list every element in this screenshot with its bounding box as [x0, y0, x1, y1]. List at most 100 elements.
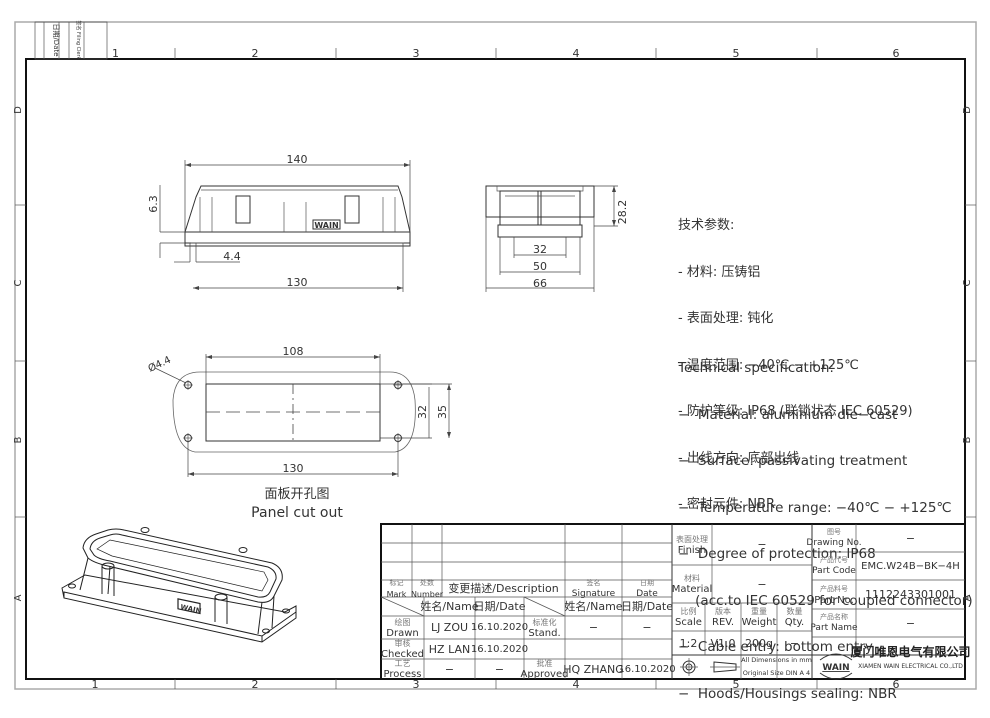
drawing-sheet: WAIN 140 6.3 4.4 130	[13, 20, 977, 691]
svg-text:6: 6	[893, 47, 900, 60]
front-view: WAIN	[159, 160, 411, 292]
stand-name: −	[588, 621, 599, 634]
stamp-date-label: 日期/Date	[52, 23, 60, 56]
approved-name: HQ ZHANG	[563, 662, 624, 676]
rev-description-header: 变更描述/Description	[448, 582, 559, 595]
weight-value: 200g	[745, 636, 773, 650]
spec-cn-item: - 材料: 压铸铝	[678, 264, 761, 280]
isometric-view	[61, 527, 297, 643]
svg-text:5: 5	[733, 678, 740, 691]
corner-stamp	[34, 21, 108, 60]
approved-date: 16.10.2020	[618, 663, 676, 675]
qty-value: −	[789, 636, 800, 650]
rev-value: V1.0	[710, 636, 736, 650]
drawn-date: 16.10.2020	[470, 622, 529, 633]
svg-text:3: 3	[413, 47, 420, 60]
checked-name: HZ LAN	[428, 642, 471, 656]
process-name: −	[444, 662, 455, 676]
spec-en-item: (acc.to IEC 60529 for coupled connector)	[678, 592, 973, 609]
svg-text:1: 1	[92, 678, 99, 691]
dim-hole-diameter: Ø4.4	[146, 354, 173, 375]
svg-text:5: 5	[733, 47, 740, 60]
svg-text:D: D	[13, 106, 24, 114]
svg-text:D: D	[962, 106, 973, 114]
svg-text:B: B	[962, 436, 973, 443]
dim-50: 50	[533, 260, 547, 273]
projection-symbol-icon	[680, 658, 740, 676]
iso-view-logo: WAIN	[180, 603, 203, 615]
material-value: −	[757, 577, 767, 591]
drawn-name: LJ ZOU	[430, 621, 469, 634]
stamp-filing-label: 签名 Filing Clerk	[75, 20, 82, 59]
name-header-2: 姓名/Name	[564, 600, 623, 613]
part-no-value: 1112243301001	[865, 588, 956, 601]
dim-32-side: 32	[533, 243, 547, 256]
front-view-logo: WAIN	[314, 221, 338, 230]
drawing-no-value: −	[905, 531, 916, 545]
spec-cn-block: 技术参数: - 材料: 压铸铝 - 表面处理: 钝化 - 温度范围: −40℃ …	[678, 187, 913, 528]
spec-en-title: Technical specification:	[678, 360, 834, 376]
spec-cn-title: 技术参数:	[678, 218, 735, 233]
dim-28-2: 28.2	[616, 200, 629, 225]
spec-cn-item: - 温度范围: −40℃ − +125℃	[678, 357, 859, 373]
process-date: −	[494, 662, 505, 676]
spec-en-item: − Surface: passivating treatment	[678, 453, 908, 469]
spec-en-item: − Material: aluminium die−cast	[678, 406, 898, 423]
dim-4-4: 4.4	[223, 250, 241, 263]
part-code-value: EMC.W24B−BK−4H	[861, 560, 960, 572]
dim-32-cutout: 32	[416, 405, 429, 419]
title-block-grid	[380, 523, 966, 680]
finish-value: −	[757, 538, 767, 551]
spec-cn-item: - 防护等级: IP68 (联锁状态,IEC 60529)	[678, 404, 913, 419]
spec-cn-item: - 表面处理: 钝化	[678, 311, 774, 326]
zone-ticks-top	[174, 48, 818, 59]
company-logo-icon	[819, 653, 853, 680]
svg-text:4: 4	[573, 678, 580, 691]
panel-cutout-title-en: Panel cut out	[251, 505, 343, 521]
part-name-value: −	[905, 616, 916, 630]
panel-cutout-title-cn: 面板开孔图	[264, 487, 329, 502]
svg-text:A: A	[13, 594, 24, 601]
zone-ticks-sides	[15, 204, 976, 518]
dim-6-3: 6.3	[147, 195, 160, 213]
spec-en-item: − Cable entry: bottom entry	[678, 639, 873, 655]
side-view	[485, 185, 618, 292]
zone-ticks-bottom	[174, 679, 818, 689]
spec-en-block: Technical specification: − Material: alu…	[678, 330, 973, 718]
spec-cn-item: - 密封元件: NBR	[678, 497, 776, 512]
svg-text:C: C	[962, 279, 973, 286]
dim-130: 130	[287, 276, 308, 289]
drawing-canvas: WAIN 140 6.3 4.4 130	[13, 20, 977, 691]
scale-value: 1:2	[679, 636, 698, 650]
svg-text:2: 2	[252, 47, 259, 60]
spec-en-item: − Hoods/Housings sealing: NBR	[678, 685, 897, 702]
name-header: 姓名/Name	[420, 600, 479, 613]
checked-date: 16.10.2020	[470, 643, 529, 655]
company-logo-text: WAIN	[822, 663, 849, 673]
date-header-2: 日期/Date	[621, 600, 673, 613]
svg-text:3: 3	[413, 678, 420, 691]
outer-border	[14, 21, 977, 690]
dim-140: 140	[287, 153, 308, 166]
dim-66: 66	[533, 277, 547, 290]
svg-text:A: A	[962, 594, 973, 601]
